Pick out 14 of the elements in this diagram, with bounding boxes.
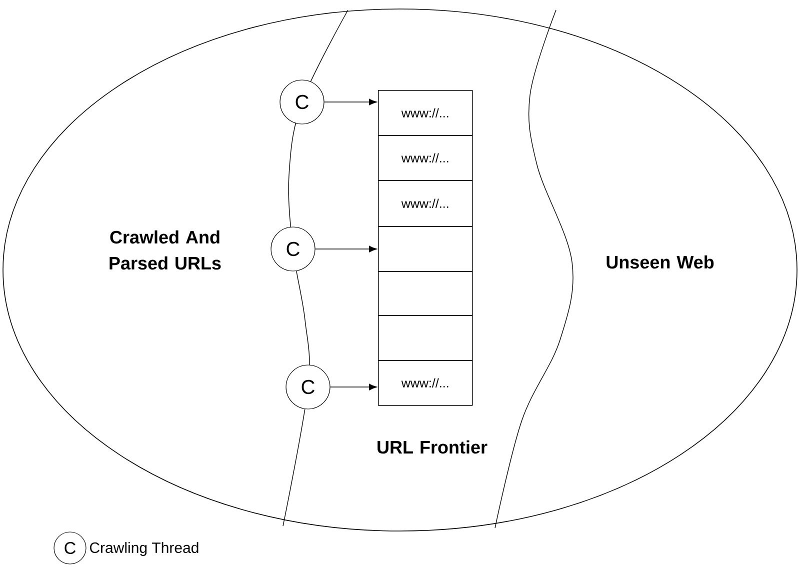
frontier-cell: [378, 271, 473, 316]
frontier-cell: www://...: [378, 90, 473, 136]
frontier-cell: www://...: [378, 360, 473, 406]
frontier-cell: www://...: [378, 180, 473, 227]
region-label: Crawled And Parsed URLs: [110, 230, 221, 270]
frontier-cell: www://...: [378, 135, 473, 181]
region-label: URL Frontier: [378, 440, 488, 454]
frontier-cell: [378, 315, 473, 361]
arrow: [314, 246, 377, 252]
arrow: [324, 98, 377, 106]
frontier-cell: [378, 226, 473, 272]
region-label: Unseen Web: [606, 255, 714, 269]
legend-text: Crawling Thread: [90, 542, 198, 556]
arrow: [330, 384, 377, 390]
